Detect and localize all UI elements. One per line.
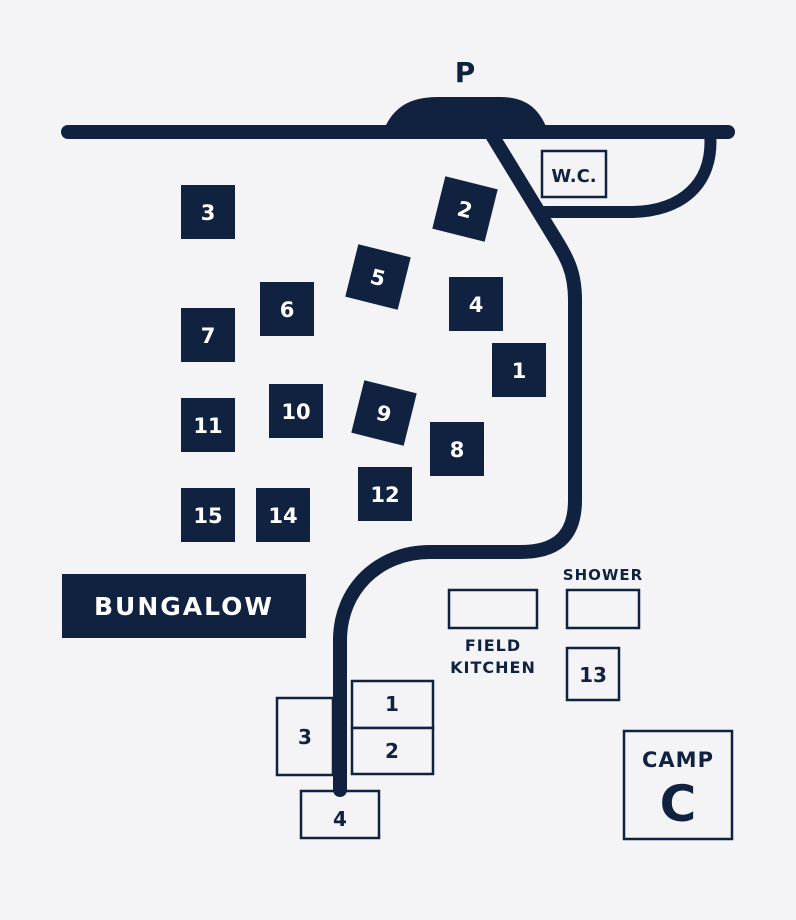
bungalow-label: BUNGALOW — [94, 592, 274, 621]
camp-label-line2: C — [660, 775, 697, 833]
field-kitchen-label-line1: FIELD — [465, 636, 521, 655]
pitch-8[interactable]: 8 — [430, 422, 484, 476]
camp-c[interactable]: CAMP C — [622, 729, 734, 841]
lower-site-label: 4 — [333, 807, 347, 831]
lower-site-1[interactable]: 1 — [350, 679, 435, 730]
pitch-15[interactable]: 15 — [181, 488, 235, 542]
lower-site-label: 2 — [385, 739, 399, 763]
shower[interactable]: SHOWER — [563, 566, 643, 630]
pitch-label: 15 — [193, 504, 222, 528]
pitch-label: 9 — [374, 401, 394, 428]
pitch-6[interactable]: 6 — [260, 282, 314, 336]
pitch-label: 6 — [280, 298, 295, 322]
pitch-14[interactable]: 14 — [256, 488, 310, 542]
site-13-label: 13 — [579, 663, 607, 687]
pitch-label: 11 — [193, 414, 222, 438]
lower-site-label: 1 — [385, 692, 399, 716]
shower-label: SHOWER — [563, 566, 643, 584]
lower-site-label: 3 — [298, 725, 312, 749]
parking-area — [383, 97, 548, 132]
pitch-label: 12 — [370, 483, 399, 507]
pitch-11[interactable]: 11 — [181, 398, 235, 452]
wc-building[interactable]: W.C. — [540, 149, 608, 199]
pitch-label: 4 — [469, 293, 484, 317]
lower-site-3[interactable]: 3 — [275, 696, 335, 777]
pitch-label: 10 — [281, 400, 310, 424]
camp-label-line1: CAMP — [642, 748, 714, 772]
field-kitchen-label-line2: KITCHEN — [450, 658, 536, 677]
pitch-5[interactable]: 5 — [345, 244, 411, 310]
pitch-12[interactable]: 12 — [358, 467, 412, 521]
wc-loop-path — [539, 126, 717, 218]
pitch-2[interactable]: 2 — [432, 176, 498, 242]
pitch-label: 14 — [268, 504, 297, 528]
pitch-label: 8 — [450, 438, 465, 462]
lower-site-4[interactable]: 4 — [299, 789, 381, 840]
pitch-4[interactable]: 4 — [449, 277, 503, 331]
pitch-label: 2 — [455, 197, 475, 224]
site-13[interactable]: 13 — [565, 646, 621, 702]
pitch-label: 7 — [201, 324, 216, 348]
pitch-1[interactable]: 1 — [492, 343, 546, 397]
parking-label: P — [455, 56, 476, 89]
pitch-label: 3 — [201, 201, 216, 225]
wc-label: W.C. — [551, 166, 596, 187]
pitch-9[interactable]: 9 — [351, 380, 417, 446]
pitch-7[interactable]: 7 — [181, 308, 235, 362]
pitch-label: 5 — [368, 265, 388, 292]
pitch-3[interactable]: 3 — [181, 185, 235, 239]
pitch-label: 1 — [512, 359, 527, 383]
lower-site-2[interactable]: 2 — [350, 726, 435, 776]
field-kitchen[interactable]: FIELD KITCHEN — [447, 588, 539, 677]
bungalow[interactable]: BUNGALOW — [62, 574, 306, 638]
main-path — [333, 125, 582, 795]
pitch-10[interactable]: 10 — [269, 384, 323, 438]
